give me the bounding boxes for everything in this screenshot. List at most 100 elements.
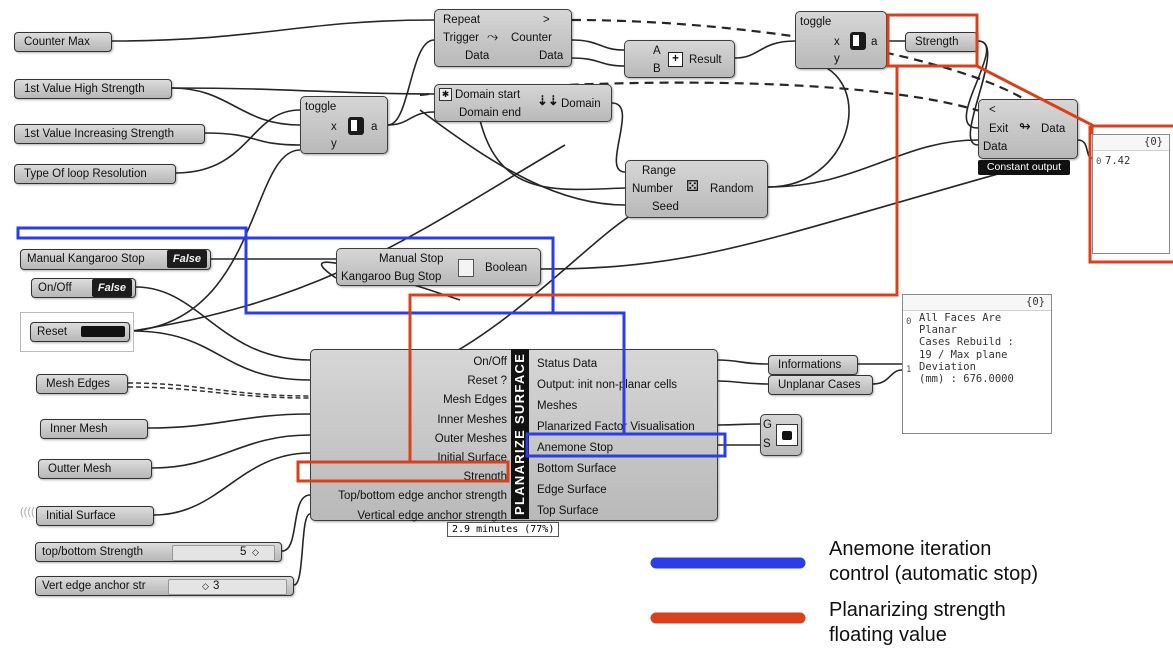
input-kangaroo-bug-stop: Kangaroo Bug Stop — [341, 271, 442, 283]
input-repeat: Repeat — [443, 14, 481, 26]
input-g: G — [763, 419, 772, 431]
output-data: Data — [539, 50, 564, 62]
output-top-surface: Top Surface — [537, 505, 599, 517]
param-outter-mesh[interactable]: Outter Mesh — [38, 459, 152, 479]
toggle-component-top[interactable]: toggle x y a — [795, 11, 887, 69]
param-label: Type Of loop Resolution — [24, 168, 147, 180]
output-a: a — [371, 121, 378, 133]
boolean-toggle-manual-stop[interactable]: Manual Kangaroo Stop False — [20, 249, 211, 270]
input-list: On/Off Reset ? Mesh Edges Inner Meshes O… — [307, 353, 507, 526]
input-mesh-edges: Mesh Edges — [443, 394, 507, 407]
output-domain: Domain — [561, 98, 601, 110]
panel-line: All Faces Are — [919, 312, 1002, 324]
param-counter-max[interactable]: Counter Max — [14, 32, 112, 52]
planarize-title: PLANARIZE SURFACE — [511, 349, 529, 519]
domain-icon: ⇣⇣ — [537, 93, 559, 108]
preview-icon — [776, 424, 798, 446]
input-number: Number — [632, 183, 673, 195]
reset-label: Reset — [37, 326, 68, 338]
boolean-icon — [458, 259, 474, 277]
input-inner-meshes: Inner Meshes — [437, 413, 507, 426]
star-icon: ✱ — [439, 88, 452, 101]
output-boolean: Boolean — [485, 262, 528, 274]
domain-component[interactable]: ✱ Domain start Domain end ⇣⇣ Domain — [434, 84, 612, 122]
param-first-value-high-strength[interactable]: 1st Value High Strength — [14, 79, 172, 99]
output-edge-surface: Edge Surface — [537, 484, 607, 496]
output-random: Random — [710, 183, 754, 195]
button-face[interactable] — [81, 326, 125, 337]
boolean-toggle-onoff[interactable]: On/Off False — [31, 278, 136, 298]
input-a: A — [653, 45, 661, 57]
boolean-component[interactable]: Manual Stop Kangaroo Bug Stop Boolean — [336, 248, 541, 286]
slider-grip-icon[interactable]: ◇ — [202, 581, 209, 591]
output-result: Result — [689, 54, 722, 66]
output-data: Data — [1041, 123, 1066, 135]
exit-arrow-icon: ↬ — [1019, 118, 1031, 134]
input-b: B — [653, 63, 661, 75]
slider-value: 5 — [240, 546, 247, 558]
panel-header: {0} — [903, 295, 1051, 311]
param-informations[interactable]: Informations — [768, 355, 858, 375]
param-label: Unplanar Cases — [778, 379, 861, 391]
input-loop: < — [989, 104, 996, 116]
input-seed: Seed — [652, 201, 679, 213]
slider-top-bottom-strength[interactable]: top/bottom Strength 5 ◇ — [35, 542, 282, 562]
counter-component[interactable]: Repeat Trigger Data ⤳ > Counter Data — [434, 9, 572, 67]
param-strength[interactable]: Strength — [905, 32, 978, 52]
reset-button[interactable]: Reset — [30, 322, 130, 342]
param-type-of-loop-resolution[interactable]: Type Of loop Resolution — [14, 164, 176, 184]
input-top-bottom-anchor: Top/bottom edge anchor strength — [338, 490, 507, 503]
slider-label: top/bottom Strength — [42, 546, 144, 558]
param-label: 1st Value Increasing Strength — [24, 128, 175, 140]
component-title: toggle — [800, 16, 832, 28]
param-label: 1st Value High Strength — [24, 83, 145, 95]
legend-line: Planarizing strength — [829, 599, 1006, 621]
slider-label: Vert edge anchor str — [42, 580, 146, 592]
input-strength: Strength — [463, 471, 507, 484]
info-panel[interactable]: {0} 0 1 All Faces Are Planar Cases Rebui… — [902, 294, 1052, 434]
toggle-value[interactable]: False — [91, 279, 132, 297]
panel-value: 7.42 — [1105, 155, 1131, 167]
input-trigger: Trigger — [443, 32, 479, 44]
input-exit: Exit — [989, 123, 1009, 135]
output-panel[interactable]: {0} 0 7.42 — [1092, 134, 1170, 254]
param-mesh-edges[interactable]: Mesh Edges — [36, 374, 128, 394]
param-inner-mesh[interactable]: Inner Mesh — [40, 419, 148, 439]
param-label: Inner Mesh — [50, 423, 108, 435]
plus-icon: + — [668, 52, 683, 67]
output-list: Status Data Output: init non-planar cell… — [537, 354, 717, 522]
output-counter: Counter — [511, 32, 552, 44]
param-label: Outter Mesh — [48, 463, 112, 475]
panel-text: All Faces Are Planar Cases Rebuild : 19 … — [919, 312, 1014, 385]
addition-component[interactable]: A B + Result — [624, 40, 735, 78]
custom-preview-component[interactable]: G S — [760, 414, 802, 456]
output-meshes: Meshes — [537, 400, 578, 412]
param-initial-surface[interactable]: Initial Surface — [36, 506, 154, 526]
input-domain-start: Domain start — [455, 89, 521, 101]
input-domain-end: Domain end — [459, 107, 522, 119]
legend-blue-text: Anemone iteration control (automatic sto… — [829, 537, 1038, 587]
input-data: Data — [983, 141, 1008, 153]
anemone-exit-component[interactable]: < Exit Data ↬ Data — [978, 99, 1078, 159]
output-anemone-stop: Anemone Stop — [537, 442, 614, 454]
slider-track[interactable] — [168, 579, 287, 595]
slider-grip-icon[interactable]: ◇ — [252, 547, 259, 557]
param-first-value-increasing-strength[interactable]: 1st Value Increasing Strength — [14, 124, 205, 144]
panel-line: Planar — [919, 324, 957, 337]
output-status-data: Status Data — [537, 358, 598, 370]
slider-value: 3 — [213, 580, 220, 592]
panel-line: Cases Rebuild : — [919, 336, 1014, 349]
input-range: Range — [642, 165, 676, 177]
output-loop: > — [543, 14, 550, 26]
toggle-component-left[interactable]: toggle x y a — [300, 96, 388, 154]
random-component[interactable]: Range Number Seed ⚄ Random — [625, 160, 768, 218]
slider-track[interactable] — [172, 545, 275, 561]
panel-index: 1 — [906, 365, 912, 375]
output-a: a — [871, 36, 878, 48]
toggle-value[interactable]: False — [166, 250, 207, 268]
runtime-label: 2.9 minutes (77%) — [447, 522, 560, 537]
slider-vert-edge-anchor[interactable]: Vert edge anchor str ◇ 3 — [35, 576, 294, 596]
panel-index: 0 — [1096, 157, 1102, 167]
dice-icon: ⚄ — [686, 178, 700, 195]
param-unplanar-cases[interactable]: Unplanar Cases — [768, 375, 873, 395]
